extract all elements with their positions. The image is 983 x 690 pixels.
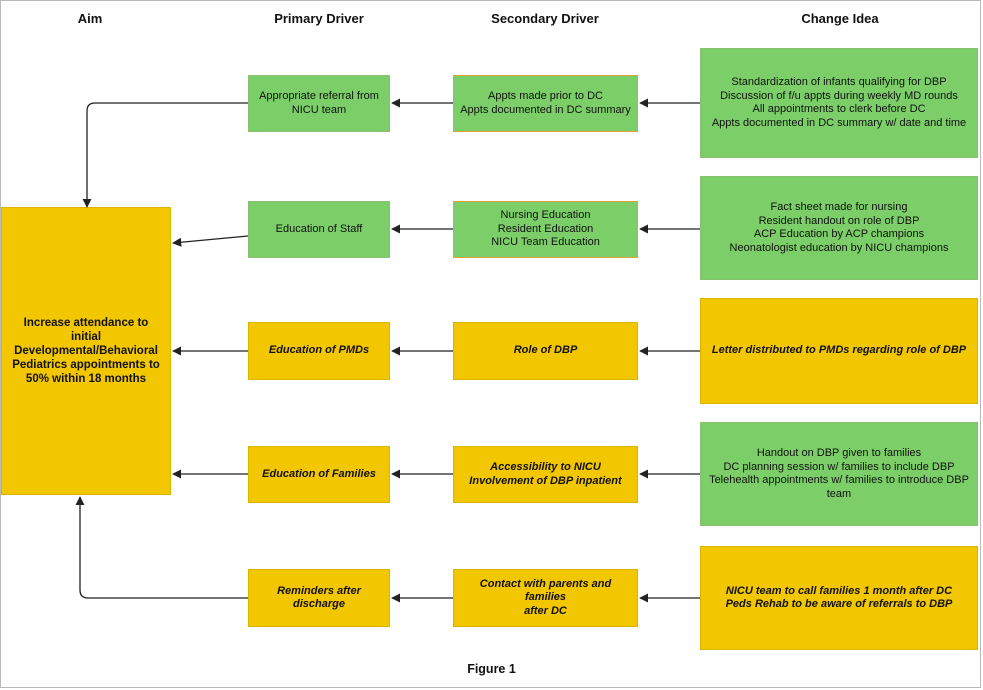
primary-driver-pmd-education: Education of PMDs [248,322,390,380]
arrow-primary-to-aim [172,235,249,247]
primary-line: discharge [293,598,345,610]
change-line: Letter distributed to PMDs regarding rol… [711,344,967,357]
header-secondary-driver: Secondary Driver [491,11,599,26]
change-idea-call-families: NICU team to call families 1 month after… [700,546,978,650]
primary-line: Education of Staff [275,222,363,235]
primary-driver-staff-education: Education of Staff [248,201,390,258]
primary-line: Appropriate referral from [259,90,379,102]
primary-line: Education of PMDs [268,344,370,357]
secondary-line: Resident Education [497,222,594,235]
secondary-line: Nursing Education [500,209,591,222]
change-line: Peds Rehab to be aware of referrals to D… [725,598,953,610]
secondary-line: NICU Team Education [491,236,600,249]
primary-driver-family-education: Education of Families [248,446,390,503]
arrow-primary-to-aim [82,102,248,208]
secondary-line: Accessibility to NICU [490,461,601,473]
change-line: Appts documented in DC summary w/ date a… [711,116,967,129]
change-line: All appointments to clerk before DC [752,103,926,115]
change-line: Fact sheet made for nursing [770,201,908,213]
change-line: DC planning session w/ families to inclu… [723,460,955,473]
header-primary-driver: Primary Driver [274,11,364,26]
secondary-line: Appts documented in DC summary [460,103,631,116]
header-aim: Aim [77,11,103,26]
change-line: team [826,487,852,500]
change-line: NICU team to call families 1 month after… [725,584,953,597]
change-line: Discussion of f/u appts during weekly MD… [720,89,958,102]
secondary-driver-role-of-dbp: Role of DBP [453,322,638,380]
secondary-line: Involvement of DBP inpatient [469,474,622,487]
change-line: Resident handout on role of DBP [758,214,920,227]
change-line: ACP Education by ACP champions [753,228,925,240]
change-line: Standardization of infants qualifying fo… [731,76,947,88]
change-line: Handout on DBP given to families [756,447,922,459]
arrow-primary-to-aim [75,496,248,599]
secondary-line: after DC [524,604,567,617]
primary-line: NICU team [291,103,347,116]
secondary-line: Role of DBP [513,344,578,357]
figure-caption: Figure 1 [467,662,516,676]
header-change-idea: Change Idea [801,11,879,26]
change-line: Neonatologist education by NICU champion… [729,241,949,254]
aim-text: Increase attendance to initial Developme… [12,317,160,385]
primary-line: Reminders after [277,584,361,597]
change-line: Telehealth appointments w/ families to i… [709,474,969,486]
primary-line: Education of Families [262,467,376,480]
change-idea-standardization: Standardization of infants qualifying fo… [700,48,978,158]
secondary-line: Appts made prior to DC [488,90,603,102]
change-idea-letter: Letter distributed to PMDs regarding rol… [700,298,978,404]
secondary-line: Contact with parents and families [479,577,612,604]
